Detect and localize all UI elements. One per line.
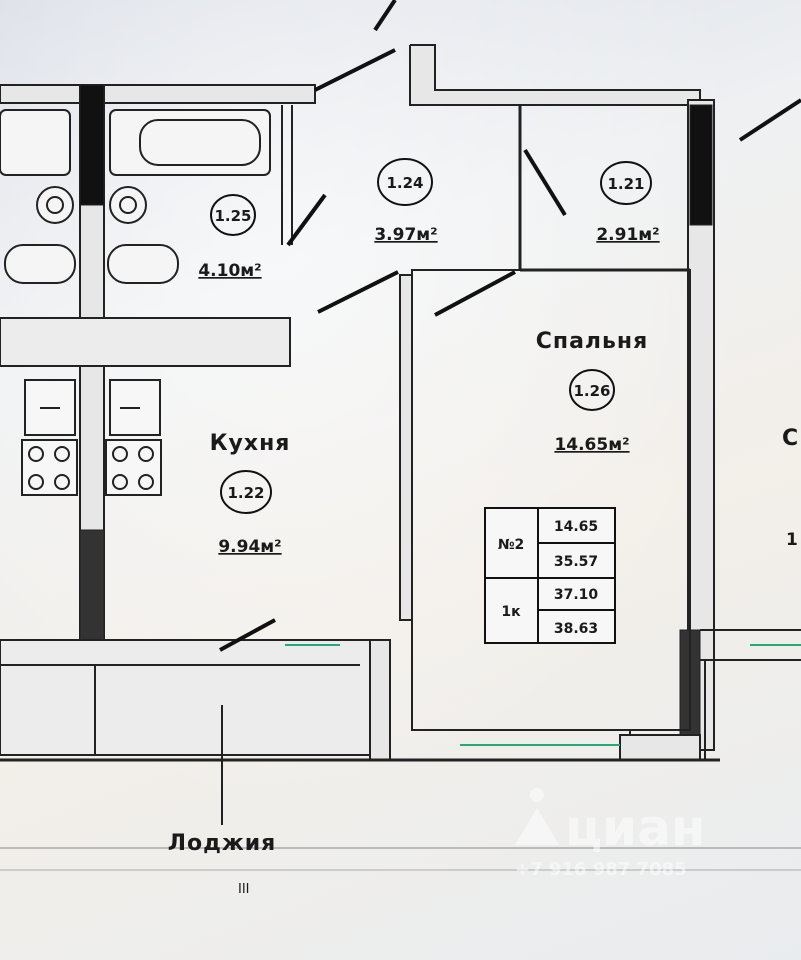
room-area-bedroom: 14.65м² bbox=[554, 435, 629, 455]
kitchen-fixtures bbox=[21, 379, 162, 496]
room-area-corridor: 3.97м² bbox=[374, 225, 437, 245]
room-number-wc: 1.21 bbox=[607, 175, 644, 193]
apartment-value-1: 14.65 bbox=[554, 519, 598, 535]
room-number-kitchen: 1.22 bbox=[227, 484, 264, 502]
windows bbox=[285, 644, 801, 746]
room-name-loggia: Лоджия bbox=[168, 831, 277, 856]
watermark-phone: +7 916 987 7085 bbox=[515, 859, 687, 880]
room-area-kitchen: 9.94м² bbox=[218, 537, 281, 557]
room-number-corridor: 1.24 bbox=[386, 174, 423, 192]
room-name-kitchen: Кухня bbox=[210, 431, 291, 456]
edge-letter: С bbox=[782, 426, 799, 451]
room-number-circles bbox=[210, 158, 652, 514]
room-area-wc: 2.91м² bbox=[596, 225, 659, 245]
cian-watermark: циан +7 916 987 7085 bbox=[515, 788, 705, 880]
cian-logo-icon bbox=[515, 788, 559, 845]
room-name-bedroom: Спальня bbox=[536, 329, 649, 354]
doors bbox=[219, 0, 801, 652]
outer-walls bbox=[0, 44, 801, 871]
edge-digit: 1 bbox=[786, 530, 798, 550]
apartment-table bbox=[484, 507, 616, 644]
apartment-value-4: 38.63 bbox=[554, 621, 598, 637]
room-area-bathroom: 4.10м² bbox=[198, 261, 261, 281]
apartment-id: №2 bbox=[498, 537, 525, 553]
apartment-value-3: 37.10 bbox=[554, 587, 599, 603]
room-number-bedroom: 1.26 bbox=[573, 382, 610, 400]
scroll-mark: III bbox=[238, 882, 250, 897]
apartment-type: 1к bbox=[501, 604, 521, 620]
room-number-bathroom: 1.25 bbox=[214, 207, 251, 225]
watermark-brand: циан bbox=[565, 799, 705, 857]
apartment-value-2: 35.57 bbox=[554, 554, 598, 570]
bathroom-fixtures bbox=[0, 109, 271, 284]
